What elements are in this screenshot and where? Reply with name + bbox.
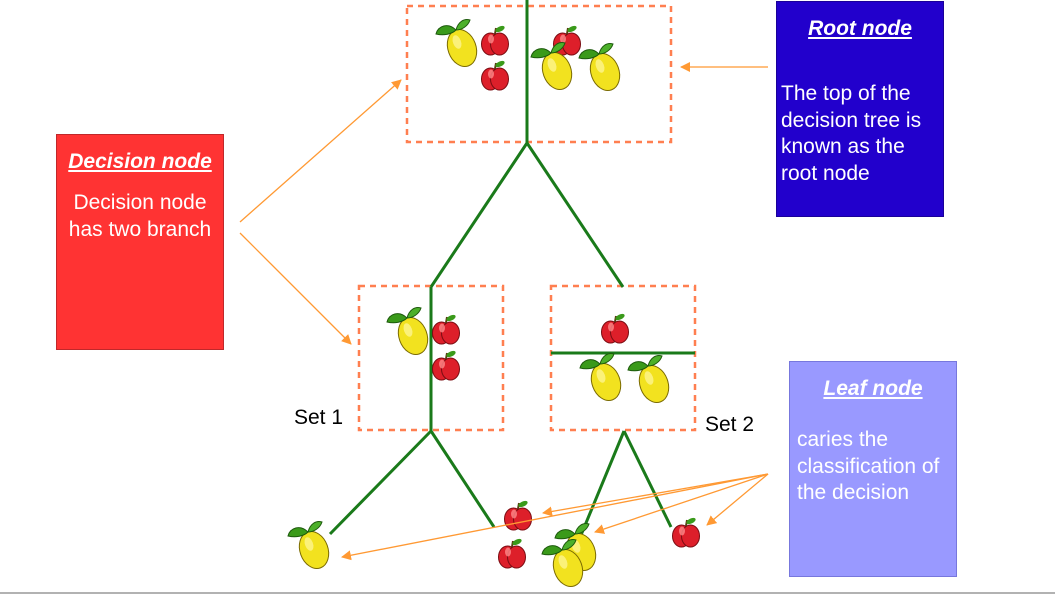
decision-node-callout: Decision node Decision node has two bran…: [56, 134, 224, 350]
apple-icon: [431, 312, 461, 345]
decision-node-title: Decision node: [68, 150, 212, 173]
leaf-node-title: Leaf node: [823, 377, 923, 400]
apple-icon: [503, 498, 533, 531]
lemon-icon: [386, 306, 434, 360]
decision-node-text: Decision node has two branch: [68, 191, 212, 241]
set1-label: Set 1: [294, 406, 344, 429]
lemon-icon: [578, 42, 626, 96]
leaf-node-callout: Leaf node caries the classification of t…: [789, 361, 957, 577]
apple-icon: [497, 536, 527, 569]
apple-icon: [480, 23, 510, 56]
apple-icon: [600, 311, 630, 344]
root-node-callout: Root node The top of the decision tree i…: [776, 1, 944, 217]
apple-icon: [431, 348, 461, 381]
root-node-title: Root node: [808, 17, 912, 40]
lemon-icon: [579, 352, 627, 406]
tree-branches: [328, 0, 695, 553]
apple-icon: [480, 58, 510, 91]
set2-node-box: [549, 284, 697, 432]
root-node-box: [405, 4, 673, 144]
apple-icon: [671, 515, 701, 548]
leaf-node-text: caries the classification of the decisio…: [797, 428, 940, 504]
set2-label: Set 2: [705, 413, 755, 436]
lemon-icon: [435, 18, 483, 72]
lemon-icon: [287, 520, 335, 574]
lemon-icon: [627, 354, 675, 408]
annotation-arrows: [239, 62, 769, 561]
root-node-text: The top of the decision tree is known as…: [781, 82, 922, 185]
